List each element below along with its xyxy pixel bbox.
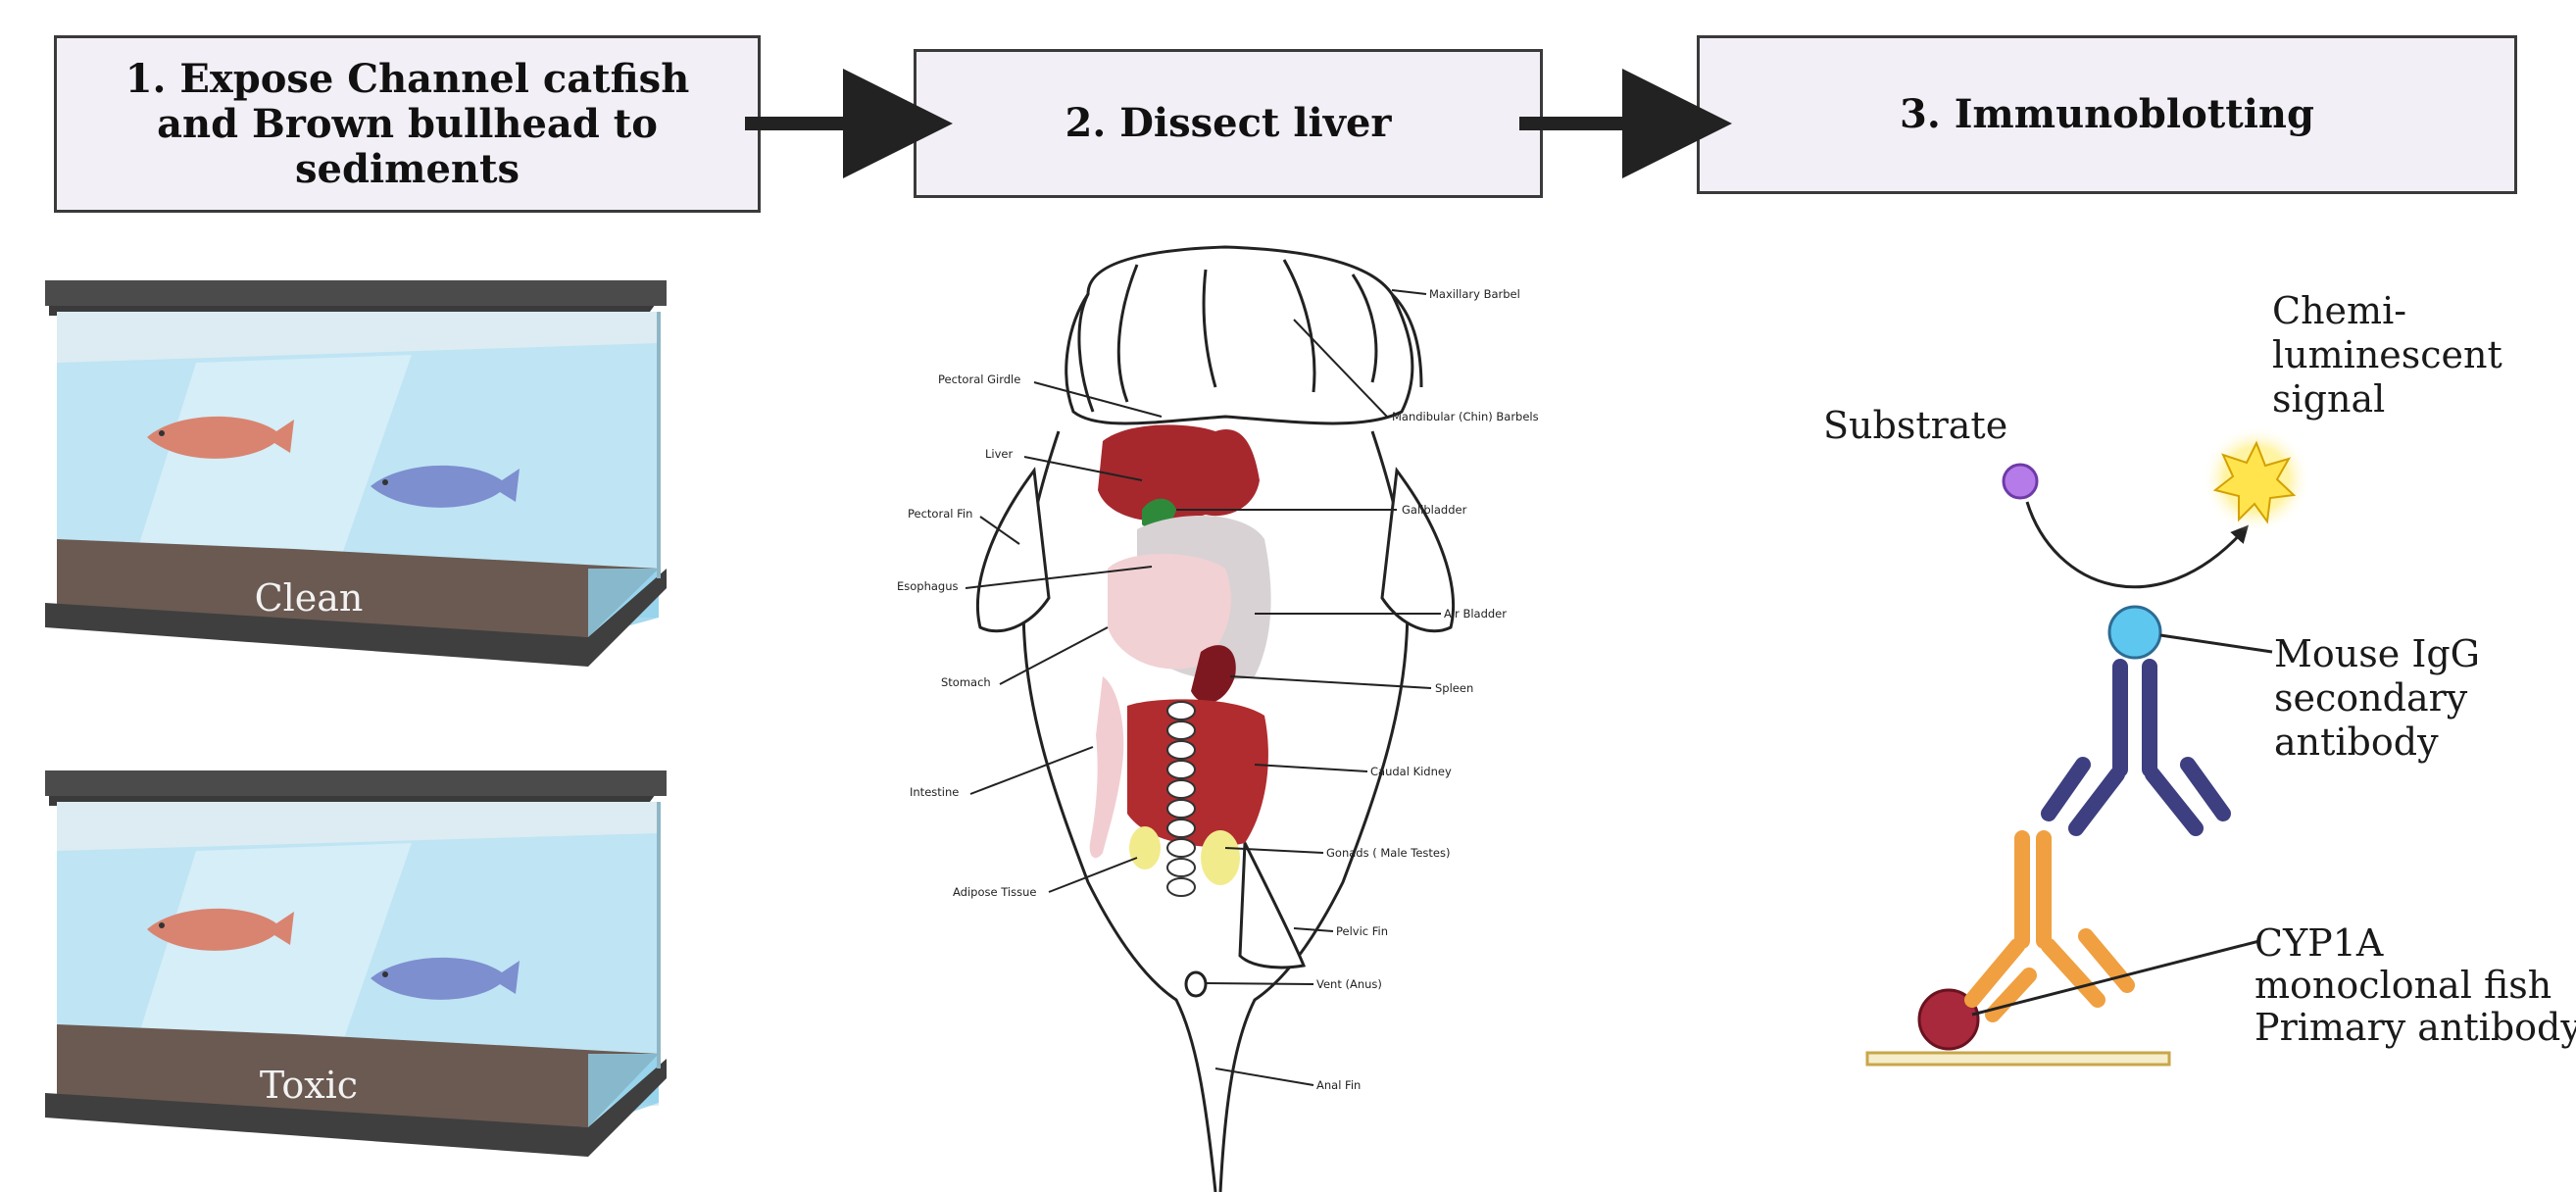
label-liver: Liver — [985, 447, 1013, 461]
label-pectoral-girdle: Pectoral Girdle — [938, 372, 1020, 386]
primary-label-line-3: Primary antibody — [2254, 1006, 2576, 1049]
clean-tank: Clean — [45, 280, 667, 667]
secondary-label-line-3: antibody — [2274, 720, 2439, 764]
secondary-label-line-1: Mouse IgG — [2274, 632, 2480, 675]
signal-label-line-1: Chemi- — [2272, 289, 2406, 332]
label-intestine: Intestine — [910, 785, 959, 799]
secondary-label-line-2: secondary — [2274, 676, 2468, 720]
membrane — [1867, 1053, 2169, 1065]
primary-antibody — [1972, 838, 2127, 1015]
substrate-dot — [2004, 465, 2037, 498]
label-adipose-tissue: Adipose Tissue — [953, 885, 1036, 899]
signal-label-line-2: luminescent — [2272, 333, 2502, 376]
label-air-bladder: Air Bladder — [1444, 607, 1507, 621]
substrate-label: Substrate — [1823, 404, 2007, 447]
label-vent: Vent (Anus) — [1316, 977, 1382, 991]
signal-label-line-3: signal — [2272, 377, 2385, 421]
toxic-tank: Toxic — [45, 770, 667, 1157]
label-pelvic-fin: Pelvic Fin — [1336, 924, 1388, 938]
label-pectoral-fin: Pectoral Fin — [908, 507, 972, 521]
gonad-left — [1129, 826, 1161, 869]
primary-label-line-1: CYP1A — [2254, 921, 2384, 965]
clean-tank-label: Clean — [255, 576, 364, 620]
reaction-arrow — [2027, 502, 2245, 587]
label-gallbladder: Gallbladder — [1402, 503, 1467, 517]
label-mandibular-barbels: Mandibular (Chin) Barbels — [1392, 410, 1539, 423]
immunoblot-labels: Chemi- luminescent signal Substrate Mous… — [1823, 289, 2576, 1049]
label-stomach: Stomach — [941, 675, 991, 689]
label-maxillary-barbel: Maxillary Barbel — [1429, 287, 1520, 301]
caudal-kidney-organ — [1127, 699, 1268, 846]
label-spleen: Spleen — [1435, 681, 1473, 695]
label-caudal-kidney: Caudal Kidney — [1370, 765, 1452, 778]
label-esophagus: Esophagus — [897, 579, 959, 593]
gonad-right — [1201, 830, 1240, 885]
label-gonads: Gonads ( Male Testes) — [1326, 846, 1450, 860]
secondary-antibody — [2049, 667, 2223, 828]
primary-label-line-2: monoclonal fish — [2254, 964, 2551, 1007]
liver-organ — [1098, 424, 1260, 521]
immunoblot-illustration — [1867, 425, 2310, 1065]
label-anal-fin: Anal Fin — [1316, 1078, 1361, 1092]
toxic-tank-label: Toxic — [260, 1064, 358, 1107]
enzyme-conjugate — [2109, 607, 2160, 658]
